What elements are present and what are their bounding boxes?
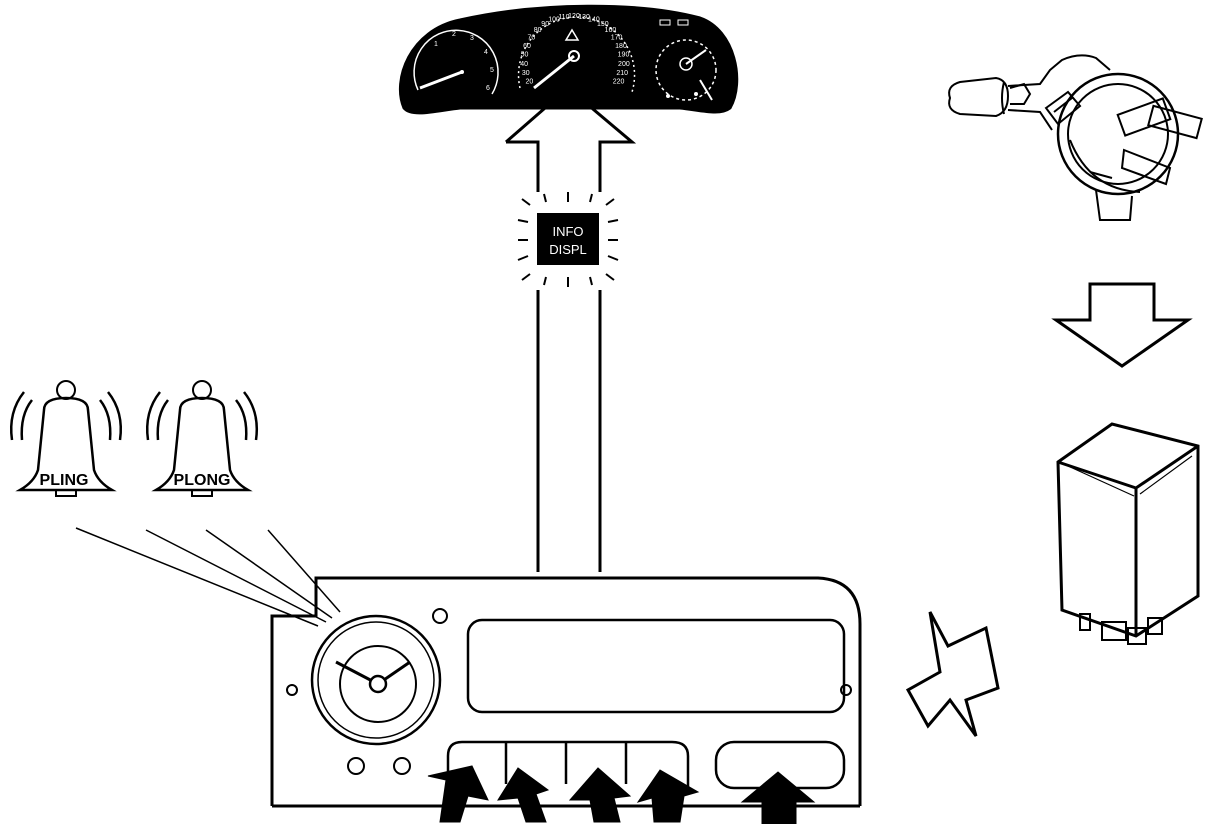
glow-rays (517, 192, 619, 287)
speed-scale-label: 200 (618, 61, 630, 68)
speed-scale-label: 140 (588, 17, 600, 24)
speed-scale-label: 210 (616, 70, 628, 77)
speed-scale-label: 60 (523, 43, 531, 50)
relay-module (1056, 422, 1200, 645)
speed-scale-label: 20 (526, 78, 534, 85)
bell-label-plong: PLONG (174, 472, 231, 489)
signal-arrow-up (505, 86, 637, 572)
press-arrows (427, 765, 816, 824)
control-unit (270, 576, 862, 824)
speed-scale-label: 120 (568, 13, 580, 20)
svg-text:4: 4 (484, 49, 488, 56)
info-display-line1: INFO (552, 224, 583, 239)
speed-scale-label: 170 (611, 35, 623, 42)
speed-scale-label: 100 (548, 17, 560, 24)
warning-triangle-icon (564, 28, 580, 41)
signal-arrow-jagged (905, 611, 1000, 737)
speed-scale-label: 160 (605, 27, 617, 34)
sound-lines (75, 527, 341, 627)
info-display-indicator: INFO DISPL (517, 192, 619, 287)
svg-text:2: 2 (452, 31, 456, 38)
speed-scale-label: 70 (528, 35, 536, 42)
bell-label-pling: PLING (40, 472, 89, 489)
bell-pling: PLING (10, 380, 122, 497)
svg-text:3: 3 (470, 35, 474, 42)
info-display-line2: DISPL (549, 242, 587, 257)
bell-plong: PLONG (146, 380, 258, 497)
speed-scale-label: 130 (578, 14, 590, 21)
svg-text:1: 1 (434, 41, 438, 48)
speed-scale-label: 110 (558, 14, 569, 21)
svg-text:5: 5 (490, 67, 494, 74)
speed-scale-label: 50 (521, 52, 529, 59)
display-window (466, 618, 846, 714)
speed-scale-label: 40 (520, 61, 528, 68)
speed-scale-label: 90 (541, 21, 549, 28)
tachometer-gauge: 1 2 3 4 5 6 (413, 29, 499, 95)
fuel-temp-gauges (655, 19, 717, 101)
speed-scale-label: 150 (597, 21, 609, 28)
headlamp-bulb (948, 54, 1203, 221)
speed-scale-label: 180 (615, 43, 627, 50)
speed-scale-label: 190 (618, 52, 630, 59)
signal-arrow-down (1051, 282, 1193, 368)
speed-scale-label: 80 (534, 27, 542, 34)
analog-clock (310, 614, 442, 746)
speed-scale-label: 220 (613, 78, 625, 85)
speed-scale-label: 30 (522, 70, 530, 77)
svg-text:6: 6 (486, 85, 490, 92)
